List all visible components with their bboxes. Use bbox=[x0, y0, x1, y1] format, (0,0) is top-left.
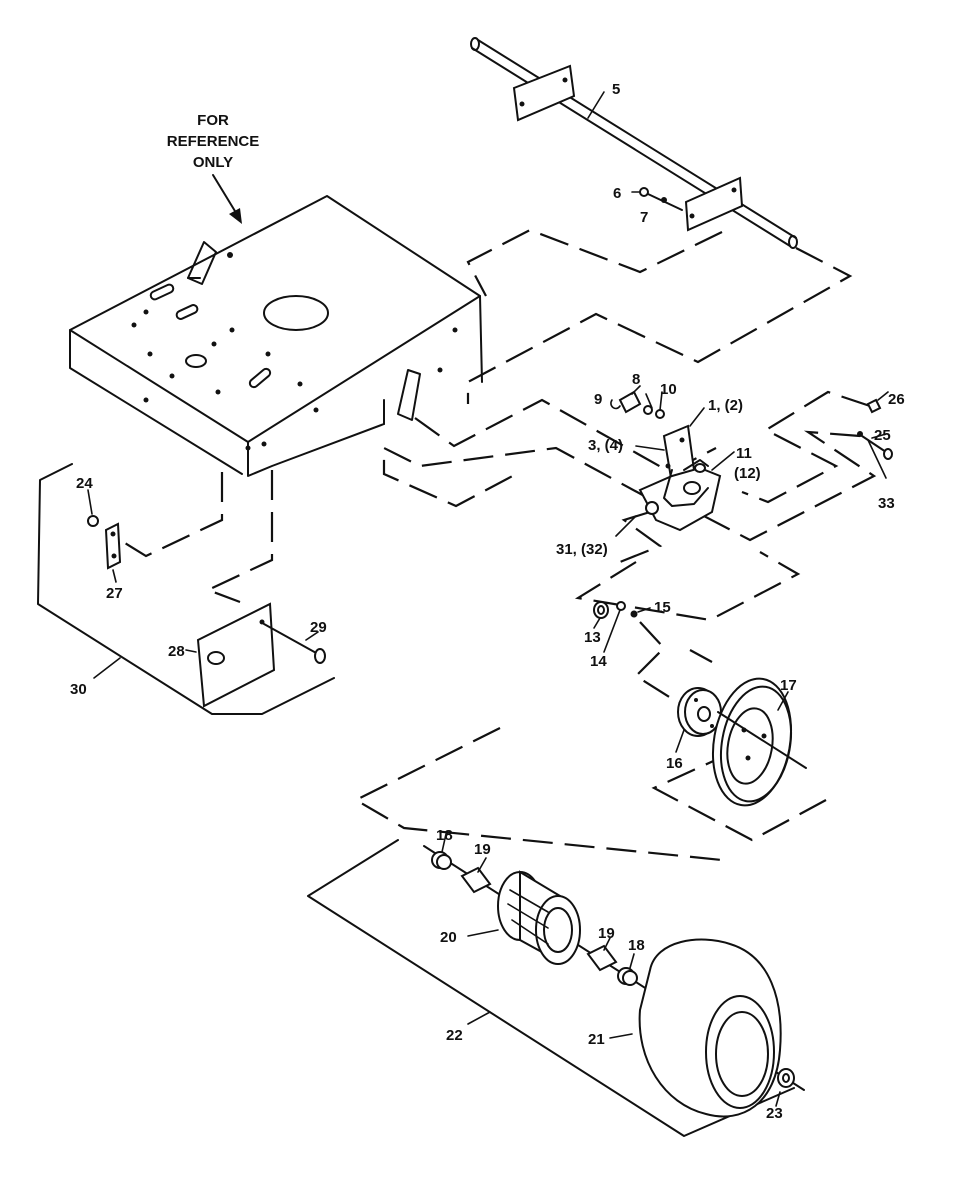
callout-12: (12) bbox=[734, 465, 761, 482]
callout-18a: 18 bbox=[436, 827, 453, 844]
callout-13: 13 bbox=[584, 629, 601, 646]
callout-28: 28 bbox=[168, 643, 185, 660]
callout-31: 31, (32) bbox=[556, 541, 608, 558]
chassis-frame bbox=[69, 195, 483, 477]
callout-27: 27 bbox=[106, 585, 123, 602]
callout-3: 3, (4) bbox=[588, 437, 623, 454]
callout-30: 30 bbox=[70, 681, 87, 698]
callout-1: 1, (2) bbox=[708, 397, 743, 414]
callout-16: 16 bbox=[666, 755, 683, 772]
hardware-13-15: 13 14 15 bbox=[584, 599, 671, 670]
reference-note-line1: FOR bbox=[197, 112, 229, 129]
callout-11: 11 bbox=[736, 445, 752, 462]
callout-26: 26 bbox=[888, 391, 905, 408]
reference-note-line2: REFERENCE bbox=[167, 133, 260, 150]
plate-28-group: 28 29 bbox=[168, 602, 327, 708]
reference-arrow-shaft bbox=[212, 174, 239, 217]
callout-21: 21 bbox=[588, 1031, 605, 1048]
callout-25: 25 bbox=[874, 427, 891, 444]
wheel-assembly: 18 19 20 19 18 21 23 22 bbox=[307, 827, 805, 1137]
callout-22: 22 bbox=[446, 1027, 463, 1044]
hub-pulley-group: 16 17 bbox=[666, 677, 807, 807]
callout-5: 5 bbox=[612, 81, 620, 98]
callout-8: 8 bbox=[632, 371, 640, 388]
reference-note: FOR REFERENCE ONLY bbox=[167, 112, 260, 224]
callout-20: 20 bbox=[440, 929, 457, 946]
callout-15: 15 bbox=[654, 599, 671, 616]
callout-19a: 19 bbox=[474, 841, 491, 858]
callout-17: 17 bbox=[780, 677, 797, 694]
callout-7: 7 bbox=[640, 209, 648, 226]
bolts-25-26-33: 26 25 33 bbox=[857, 391, 905, 512]
reference-arrow-head bbox=[229, 208, 242, 224]
reference-note-line3: ONLY bbox=[193, 154, 233, 171]
callout-9: 9 bbox=[594, 391, 602, 408]
callout-10: 10 bbox=[660, 381, 677, 398]
pivot-bracket-group: 8 9 10 1, (2) 3, (4) 11 (12) 31, (32) bbox=[556, 371, 761, 558]
callout-23: 23 bbox=[766, 1105, 783, 1122]
callout-19b: 19 bbox=[598, 925, 615, 942]
callout-29: 29 bbox=[310, 619, 327, 636]
callout-14: 14 bbox=[590, 653, 607, 670]
callout-33: 33 bbox=[878, 495, 895, 512]
axle-assembly: 5 bbox=[470, 37, 798, 249]
left-bracket-group: 24 27 30 bbox=[37, 463, 335, 715]
callout-18b: 18 bbox=[628, 937, 645, 954]
callout-24: 24 bbox=[76, 475, 93, 492]
bolt-washer-6-7: 6 7 bbox=[613, 185, 683, 226]
callout-6: 6 bbox=[613, 185, 621, 202]
